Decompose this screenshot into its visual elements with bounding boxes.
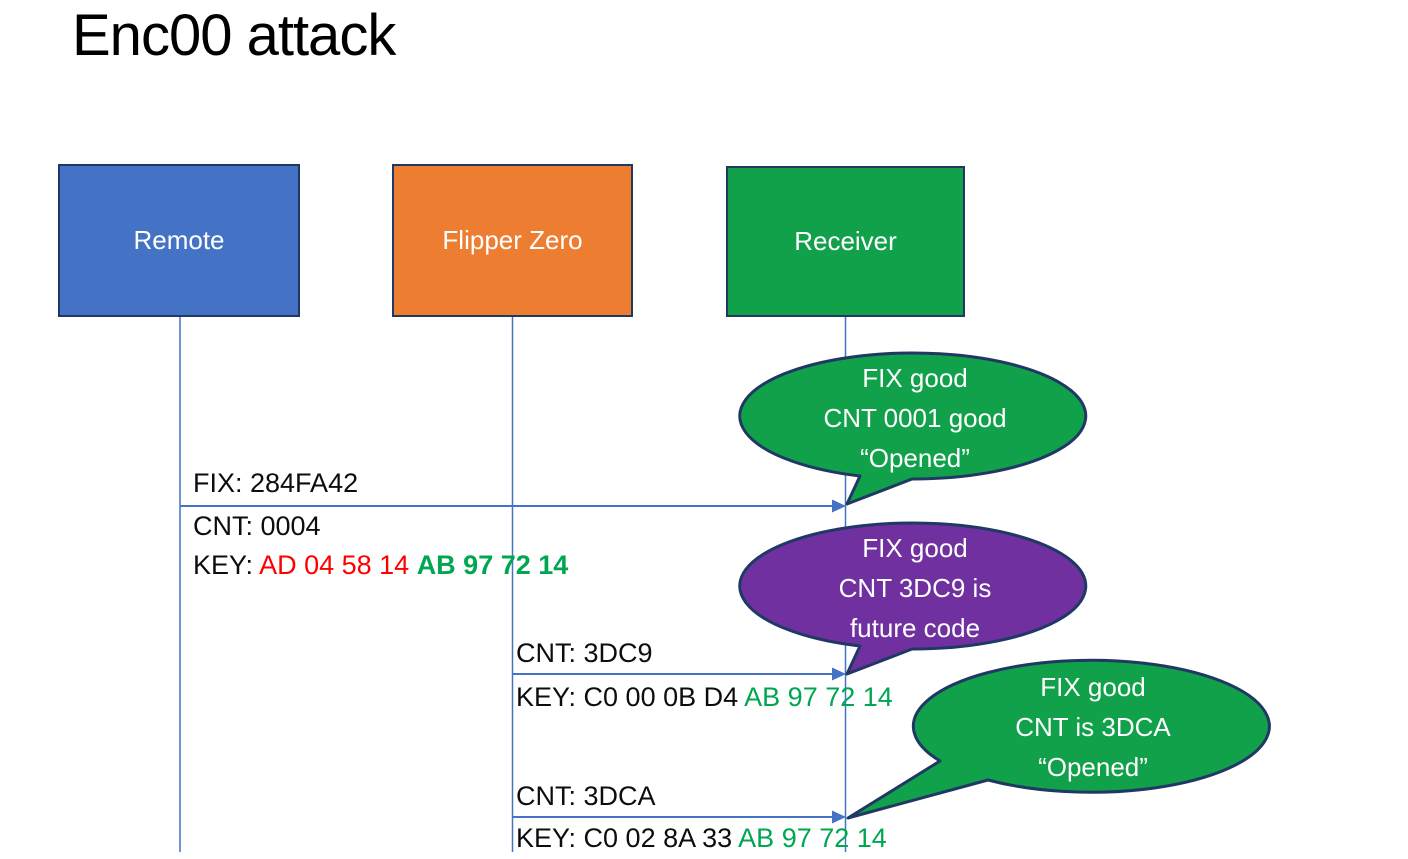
actor-label-flipper-zero: Flipper Zero xyxy=(442,225,583,255)
callout2-line2: CNT 3DC9 is xyxy=(838,573,992,603)
message3-key-label: KEY: C0 02 8A 33 AB 97 72 14 xyxy=(516,823,887,854)
message2-key-label: KEY: C0 00 0B D4 AB 97 72 14 xyxy=(516,682,893,713)
callout2-line1: FIX good xyxy=(862,533,968,563)
message1-fix-label: FIX: 284FA42 xyxy=(193,468,359,498)
message2-cnt-label: CNT: 3DC9 xyxy=(516,638,653,668)
callout-bubble-1 xyxy=(738,351,1088,506)
callout3-line3: “Opened” xyxy=(1038,752,1148,782)
callout1-line3: “Opened” xyxy=(860,443,970,473)
callout-bubble-2 xyxy=(738,521,1088,676)
message1-key-green-part: AB 97 72 14 xyxy=(416,550,569,580)
actor-label-receiver: Receiver xyxy=(794,226,897,256)
callout3-line1: FIX good xyxy=(1040,672,1146,702)
arrowhead-icon xyxy=(832,810,846,824)
actor-label-remote: Remote xyxy=(133,225,225,255)
message1-key-red-part: AD 04 58 14 xyxy=(259,550,417,580)
callout3-text: FIX good CNT is 3DCA “Opened” xyxy=(933,667,1253,787)
message3-key-green-part: AB 97 72 14 xyxy=(738,823,887,853)
callout2-line3: future code xyxy=(849,613,981,643)
slide-title: Enc00 attack xyxy=(72,3,396,68)
callout1-line2: CNT 0001 good xyxy=(823,403,1007,433)
message3-cnt-label: CNT: 3DCA xyxy=(516,781,656,811)
message1-key-label: KEY: AD 04 58 14 AB 97 72 14 xyxy=(193,550,568,581)
arrowhead-icon xyxy=(832,499,846,513)
callout-bubble-3 xyxy=(846,658,1271,820)
callout3-line2: CNT is 3DCA xyxy=(1015,712,1171,742)
callout2-text: FIX good CNT 3DC9 is future code xyxy=(755,528,1075,648)
message2-key-green-part: AB 97 72 14 xyxy=(744,682,893,712)
callout1-text: FIX good CNT 0001 good “Opened” xyxy=(755,358,1075,478)
actor-box-flipper-zero: Flipper Zero xyxy=(392,164,633,317)
message1-cnt-label: CNT: 0004 xyxy=(193,511,321,541)
arrowhead-icon xyxy=(832,667,846,681)
actor-box-receiver: Receiver xyxy=(726,166,965,317)
message1-key-prefix: KEY: xyxy=(193,550,260,580)
message2-key-prefix: KEY: C0 00 0B D4 xyxy=(516,682,745,712)
message3-key-prefix: KEY: C0 02 8A 33 xyxy=(516,823,739,853)
callout1-line1: FIX good xyxy=(862,363,968,393)
actor-box-remote: Remote xyxy=(58,164,300,317)
